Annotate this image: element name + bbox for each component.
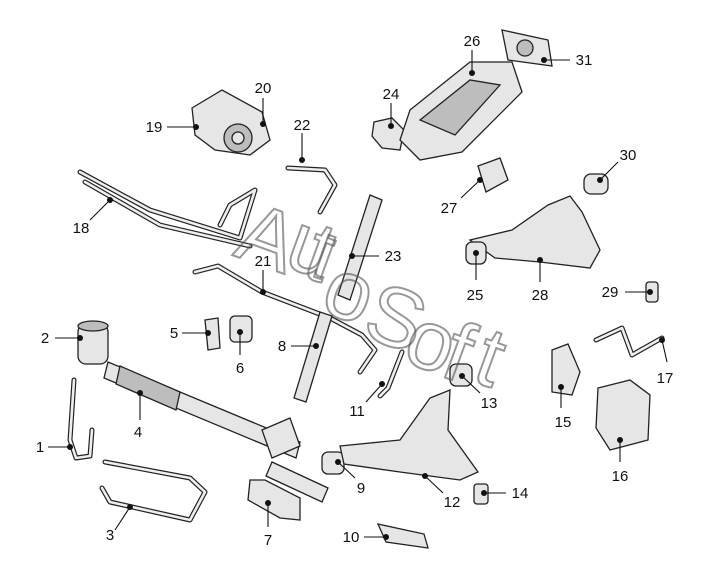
callout-4: 4 — [134, 390, 143, 441]
part-28-upper-arm — [468, 195, 601, 269]
part-2-reservoir — [77, 320, 109, 365]
callout-label-23: 23 — [385, 248, 402, 265]
callout-label-20: 20 — [255, 80, 272, 97]
callout-label-15: 15 — [555, 414, 572, 431]
callout-label-13: 13 — [481, 395, 498, 412]
callout-24: 24 — [383, 86, 400, 129]
callout-1: 1 — [36, 439, 73, 456]
callout-6: 6 — [236, 329, 244, 377]
part-3-lines — [99, 459, 208, 523]
part-14-bolt — [473, 483, 489, 505]
callout-20: 20 — [255, 80, 272, 127]
callout-label-2: 2 — [41, 330, 49, 347]
callout-label-18: 18 — [73, 220, 90, 237]
callout-21: 21 — [255, 253, 272, 295]
callout-29: 29 — [602, 284, 653, 301]
callout-22: 22 — [294, 117, 311, 163]
callout-16: 16 — [612, 437, 629, 485]
callout-30: 30 — [597, 147, 636, 183]
part-17-sensor — [593, 325, 665, 358]
part-4-steering-rack — [103, 361, 301, 459]
part-31-flange — [501, 29, 553, 67]
callout-2: 2 — [41, 330, 83, 347]
callout-label-19: 19 — [146, 119, 163, 136]
part-16-module — [595, 379, 651, 451]
callout-label-26: 26 — [464, 33, 481, 50]
callout-label-16: 16 — [612, 468, 629, 485]
callout-7: 7 — [264, 500, 272, 549]
part-1-hose — [67, 377, 95, 461]
callout-label-31: 31 — [576, 52, 593, 69]
part-5-clip — [204, 317, 221, 351]
callout-label-11: 11 — [349, 403, 365, 420]
part-11-link — [377, 349, 405, 399]
callout-label-6: 6 — [236, 360, 244, 377]
part-6-bushing — [229, 315, 253, 343]
callout-25: 25 — [467, 250, 484, 304]
callout-label-27: 27 — [441, 200, 458, 217]
part-18-pressure-line — [77, 169, 258, 249]
callout-label-9: 9 — [357, 480, 365, 497]
callout-label-4: 4 — [134, 424, 142, 441]
callout-10: 10 — [343, 529, 389, 546]
callout-31: 31 — [541, 52, 592, 69]
callout-18: 18 — [73, 197, 113, 237]
callout-label-10: 10 — [343, 529, 360, 546]
callout-28: 28 — [532, 257, 549, 304]
callout-label-28: 28 — [532, 287, 549, 304]
callout-label-12: 12 — [444, 494, 461, 511]
callout-label-22: 22 — [294, 117, 311, 134]
callout-label-3: 3 — [106, 527, 114, 544]
callout-label-21: 21 — [255, 253, 272, 270]
part-8-intermediate-shaft — [293, 311, 333, 403]
callout-17: 17 — [657, 337, 674, 387]
part-30-bushing — [583, 173, 609, 195]
callout-label-29: 29 — [602, 284, 619, 301]
callout-label-1: 1 — [36, 439, 44, 456]
callout-label-24: 24 — [383, 86, 400, 103]
callout-15: 15 — [555, 384, 572, 431]
callout-label-25: 25 — [467, 287, 484, 304]
part-7-boots — [247, 461, 329, 521]
callout-label-5: 5 — [170, 325, 178, 342]
callout-14: 14 — [481, 485, 528, 502]
callout-5: 5 — [170, 325, 211, 342]
callout-19: 19 — [146, 119, 199, 136]
callout-8: 8 — [278, 338, 319, 355]
callout-label-7: 7 — [264, 532, 272, 549]
callout-11: 11 — [349, 381, 385, 420]
callout-label-14: 14 — [512, 485, 529, 502]
part-19-20-pump — [191, 89, 271, 156]
callout-27: 27 — [441, 177, 483, 217]
callout-13: 13 — [459, 373, 497, 412]
part-27-bushing-mount — [477, 157, 509, 193]
callout-label-8: 8 — [278, 338, 286, 355]
callout-26: 26 — [464, 33, 481, 76]
callout-3: 3 — [106, 504, 133, 544]
callout-9: 9 — [335, 459, 365, 497]
part-15-bracket — [551, 343, 581, 396]
callout-12: 12 — [422, 473, 460, 511]
callout-label-30: 30 — [620, 147, 637, 164]
part-24-bracket — [371, 117, 405, 151]
part-23-steering-shaft — [337, 194, 383, 301]
part-26-column-motor — [399, 61, 523, 161]
callout-23: 23 — [349, 248, 401, 265]
callout-label-17: 17 — [657, 370, 674, 387]
part-22-hose — [285, 165, 338, 215]
part-12-lower-arm — [339, 389, 479, 481]
